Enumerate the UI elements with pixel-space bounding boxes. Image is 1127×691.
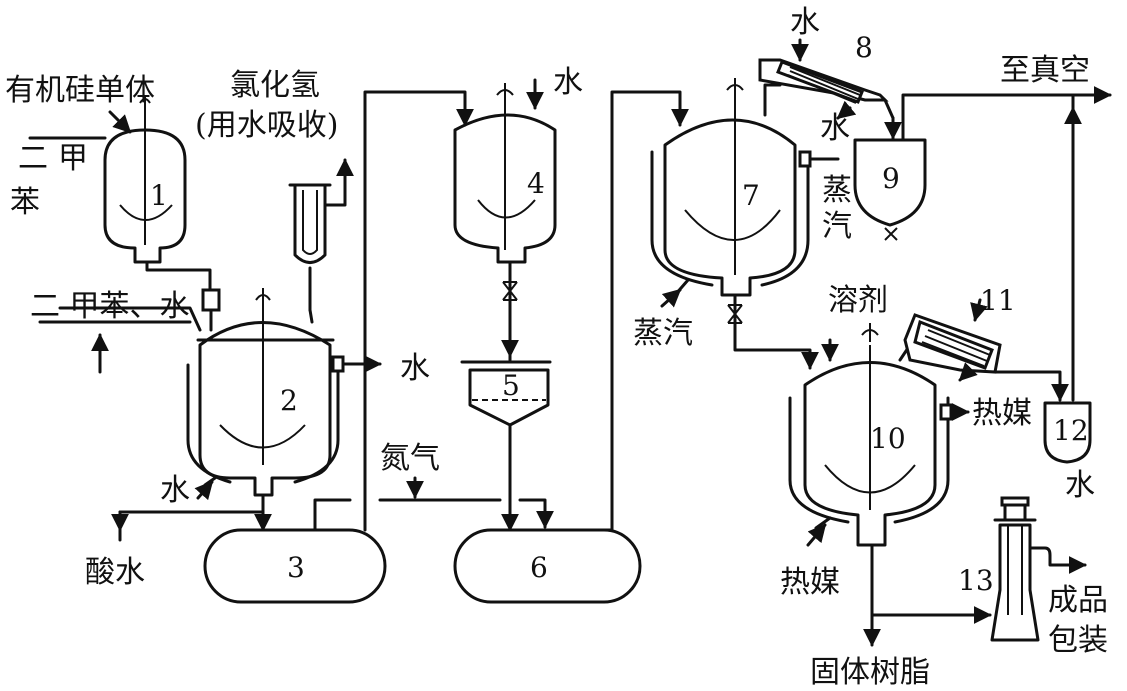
- number-6: 6: [530, 551, 548, 584]
- pipe-6-to-7: [598, 90, 689, 532]
- number-5: 5: [502, 369, 520, 402]
- label-steam-7-a: 蒸: [822, 173, 852, 208]
- label-steam-7-b: 汽: [822, 209, 852, 244]
- condenser-8: [758, 38, 895, 120]
- pipe-3-to-4: [363, 90, 474, 532]
- label-hcl-note: (用水吸收): [195, 108, 338, 143]
- label-xylene-top-c: 苯: [10, 185, 40, 220]
- condenser-11: [903, 298, 1069, 402]
- label-hcl: 氯化氢: [230, 68, 320, 103]
- label-xylene-top-b: 甲: [58, 141, 88, 176]
- vessel-7: [650, 63, 840, 370]
- label-steam-7-bottom: 蒸汽: [633, 316, 693, 351]
- label-water-4: 水: [553, 65, 583, 100]
- number-10: 10: [870, 422, 906, 455]
- packing-13: [990, 496, 1087, 642]
- number-2: 2: [280, 384, 298, 417]
- receiver-12: [1043, 401, 1092, 464]
- number-1: 1: [150, 179, 168, 212]
- label-xylene-water: 二 甲苯、水: [30, 289, 190, 324]
- tank-3: [111, 498, 387, 604]
- label-organosilicon-monomer: 有机硅单体: [5, 73, 155, 108]
- label-water-2-out: 水: [400, 351, 430, 386]
- vessel-10: [788, 323, 992, 647]
- label-acid-water: 酸水: [85, 555, 145, 590]
- label-heat-medium-10-out: 热媒: [972, 396, 1032, 431]
- number-12: 12: [1053, 414, 1089, 447]
- number-8: 8: [855, 31, 873, 64]
- vessel-4: [453, 78, 557, 362]
- number-7: 7: [742, 179, 760, 212]
- label-product-a: 成品: [1048, 583, 1108, 618]
- vessel-1: [28, 95, 221, 332]
- label-product-b: 包装: [1048, 623, 1108, 658]
- number-3: 3: [287, 551, 305, 584]
- label-xylene-top-a: 二: [18, 141, 48, 176]
- tank-6: [453, 528, 642, 604]
- label-water-12: 水: [1065, 468, 1095, 503]
- label-water-2-in: 水: [160, 473, 190, 508]
- number-4: 4: [527, 167, 545, 200]
- vessel-2: [38, 288, 382, 532]
- hcl-u-tube: [288, 158, 354, 312]
- receiver-9: [853, 86, 1112, 241]
- number-9: 9: [882, 162, 900, 195]
- number-11: 11: [980, 284, 1016, 317]
- label-water-8: 水: [790, 5, 820, 40]
- filter-5: [460, 360, 552, 532]
- label-heat-medium-10-in: 热媒: [780, 565, 840, 600]
- label-solid-resin: 固体树脂: [810, 655, 930, 690]
- label-solvent: 溶剂: [828, 283, 888, 318]
- label-nitrogen: 氮气: [380, 441, 440, 476]
- label-to-vacuum: 至真空: [1000, 53, 1090, 88]
- number-13: 13: [958, 564, 994, 597]
- label-water-9: 水: [820, 111, 850, 146]
